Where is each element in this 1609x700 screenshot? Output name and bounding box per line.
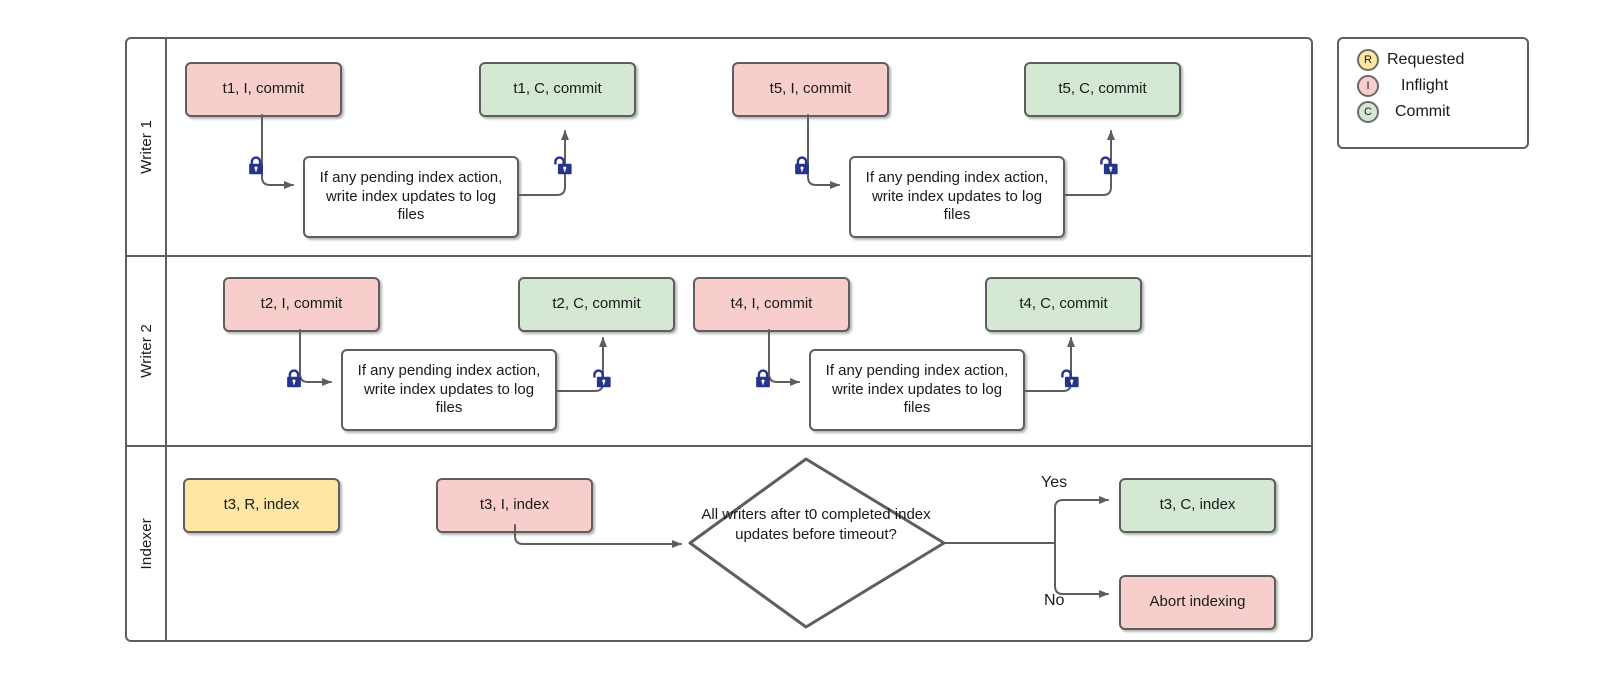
lane-header-writer-2: Writer 2 (127, 257, 167, 445)
edge-label-no: No (1044, 592, 1065, 609)
legend-label-commit: Commit (1395, 103, 1451, 120)
legend-badge-inflight-icon: I (1357, 75, 1379, 97)
edge-label-yes: Yes (1041, 474, 1068, 491)
lock-open-icon (590, 368, 612, 390)
lock-closed-icon (752, 368, 774, 390)
lane-body-writer-1: t1, I, commit If any pending index actio… (167, 39, 1311, 255)
node-w2-t4-commit[interactable]: t4, C, commit (985, 277, 1142, 332)
legend-label-inflight: Inflight (1401, 77, 1449, 94)
lock-open-icon (1058, 368, 1080, 390)
lane-label-indexer: Indexer (137, 517, 155, 570)
node-w1-t1-inflight[interactable]: t1, I, commit (185, 62, 342, 117)
lane-label-writer-2: Writer 2 (137, 324, 155, 378)
lane-body-indexer: t3, R, index t3, I, index t3, C, index A… (167, 447, 1311, 640)
lock-closed-icon (245, 155, 267, 177)
decision-label: All writers after t0 completed index upd… (701, 506, 931, 543)
lane-writer-2: Writer 2 t2, I, commit If any pending in… (127, 255, 1311, 445)
node-ix-t3-inflight[interactable]: t3, I, index (436, 478, 593, 533)
node-w2-process-1[interactable]: If any pending index action, write index… (341, 349, 557, 431)
node-w1-process-2[interactable]: If any pending index action, write index… (849, 156, 1065, 238)
lock-closed-icon (791, 155, 813, 177)
node-w1-t1-commit[interactable]: t1, C, commit (479, 62, 636, 117)
node-ix-t3-commit[interactable]: t3, C, index (1119, 478, 1276, 533)
node-w1-t5-commit[interactable]: t5, C, commit (1024, 62, 1181, 117)
node-w2-process-2[interactable]: If any pending index action, write index… (809, 349, 1025, 431)
legend-label-requested: Requested (1387, 51, 1465, 68)
lock-closed-icon (283, 368, 305, 390)
node-w2-t2-commit[interactable]: t2, C, commit (518, 277, 675, 332)
lock-open-icon (551, 155, 573, 177)
node-w1-process-1[interactable]: If any pending index action, write index… (303, 156, 519, 238)
node-ix-t3-requested[interactable]: t3, R, index (183, 478, 340, 533)
legend-item-commit: C Commit (1357, 99, 1517, 125)
node-w2-t4-inflight[interactable]: t4, I, commit (693, 277, 850, 332)
legend-panel: R Requested I Inflight C Commit (1337, 37, 1529, 149)
node-ix-abort[interactable]: Abort indexing (1119, 575, 1276, 630)
swimlane-pool: Writer 1 t1, I, commit If any pending in… (125, 37, 1313, 642)
node-w1-t5-inflight[interactable]: t5, I, commit (732, 62, 889, 117)
legend-badge-requested-icon: R (1357, 49, 1379, 71)
lane-header-indexer: Indexer (127, 447, 167, 640)
legend-item-inflight: I Inflight (1357, 73, 1517, 99)
lane-label-writer-1: Writer 1 (137, 120, 155, 174)
lock-open-icon (1097, 155, 1119, 177)
legend-item-requested: R Requested (1357, 47, 1517, 73)
lane-header-writer-1: Writer 1 (127, 39, 167, 255)
node-w2-t2-inflight[interactable]: t2, I, commit (223, 277, 380, 332)
lane-indexer: Indexer t3, R, index t3, I, index t3, C,… (127, 445, 1311, 640)
legend-badge-commit-icon: C (1357, 101, 1379, 123)
lane-body-writer-2: t2, I, commit If any pending index actio… (167, 257, 1311, 445)
lane-writer-1: Writer 1 t1, I, commit If any pending in… (127, 39, 1311, 255)
